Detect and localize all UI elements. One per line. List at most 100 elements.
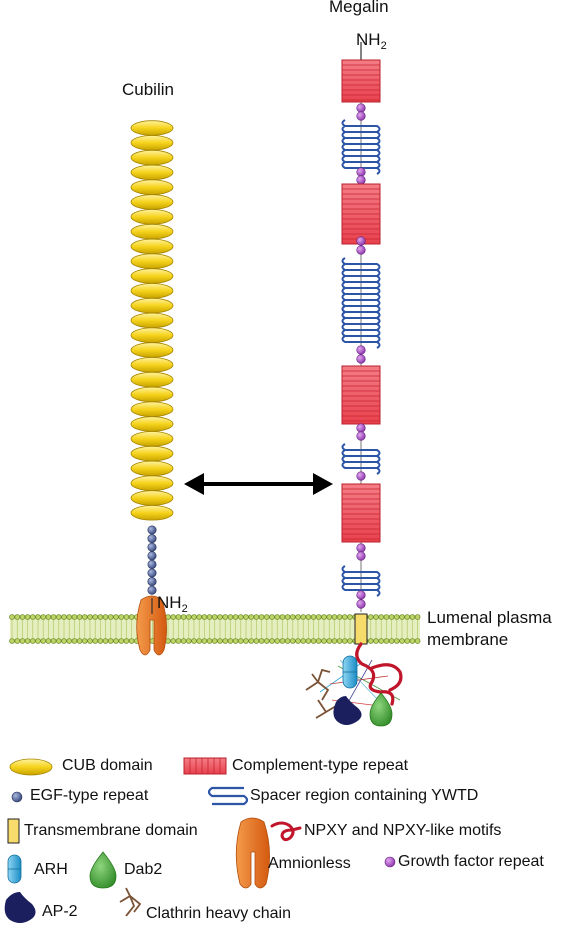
lipid-head-top xyxy=(336,614,343,620)
cub-domain xyxy=(130,386,174,403)
lipid-head-top xyxy=(414,614,421,620)
lipid-head-top xyxy=(108,614,114,620)
cub-domain xyxy=(130,431,174,447)
amnionless-protein xyxy=(136,595,167,656)
megalin-label: Megalin xyxy=(329,0,389,16)
cub-domain xyxy=(130,312,174,329)
cub-domain xyxy=(130,490,174,506)
lipid-head-bottom xyxy=(191,638,197,644)
lipid-head-bottom xyxy=(238,638,244,644)
cub-domain xyxy=(130,209,174,225)
lipid-head-bottom xyxy=(9,638,15,644)
lipid-head-bottom xyxy=(404,638,411,644)
lipid-head-bottom xyxy=(300,638,307,644)
lipid-head-top xyxy=(175,614,182,620)
lipid-head-bottom xyxy=(243,638,249,644)
membrane-label-line1: Lumenal plasma xyxy=(427,608,552,627)
lipid-head-top xyxy=(295,614,301,620)
lipid-head-top xyxy=(227,614,234,620)
lipid-head-top xyxy=(258,614,265,620)
ap2-adaptor xyxy=(333,696,362,725)
cub-domain xyxy=(130,253,174,269)
legend-complement-repeat: Complement-type repeat xyxy=(232,757,409,774)
cub-domain xyxy=(130,327,174,343)
lipid-head-bottom xyxy=(123,638,130,644)
lipid-head-bottom xyxy=(232,638,239,644)
cubilin-nh-subscript: 2 xyxy=(181,603,188,615)
lipid-head-top xyxy=(128,614,135,620)
legend-spacer-icon xyxy=(207,786,249,806)
cub-domain xyxy=(130,297,174,314)
megalin-nh-subscript: 2 xyxy=(380,40,387,52)
lipid-head-top xyxy=(388,614,395,620)
lipid-head-top xyxy=(383,614,390,620)
lipid-head-top xyxy=(24,614,31,620)
lipid-head-top xyxy=(14,614,21,620)
lipid-head-bottom xyxy=(35,638,41,644)
legend-arh: ARH xyxy=(34,861,68,878)
lipid-head-top xyxy=(191,614,197,620)
lipid-head-bottom xyxy=(279,638,286,644)
lipid-head-bottom xyxy=(388,638,395,644)
complement-type-repeat-block xyxy=(341,59,381,103)
lipid-head-top xyxy=(393,614,400,620)
lipid-head-top xyxy=(113,614,119,620)
cub-domain xyxy=(130,460,174,477)
lipid-head-top xyxy=(118,614,124,620)
lipid-head-top xyxy=(274,614,281,620)
lipid-head-top xyxy=(243,614,249,620)
lipid-head-top xyxy=(40,614,46,620)
lipid-head-bottom xyxy=(102,638,109,644)
lipid-head-top xyxy=(29,614,36,620)
cubilin-nh2-label: NH2 xyxy=(157,593,188,615)
lipid-head-bottom xyxy=(97,638,104,644)
lipid-head-top xyxy=(222,614,229,620)
spacer-region-ywtd xyxy=(341,119,381,175)
lipid-head-top xyxy=(263,614,270,620)
egf-repeat xyxy=(147,542,157,552)
lipid-head-bottom xyxy=(383,638,390,644)
dab2-adaptor xyxy=(369,692,393,727)
lipid-head-bottom xyxy=(71,638,78,644)
lipid-head-top xyxy=(186,614,192,620)
lipid-head-top xyxy=(331,614,338,620)
lipid-head-bottom xyxy=(186,638,192,644)
lipid-head-bottom xyxy=(201,638,208,644)
lipid-head-top xyxy=(284,614,291,620)
growth-factor-repeat xyxy=(356,354,366,364)
lipid-head-top xyxy=(102,614,109,620)
lipid-head-bottom xyxy=(227,638,234,644)
lipid-head-top xyxy=(378,614,385,620)
legend-npxy: NPXY and NPXY-like motifs xyxy=(304,822,502,839)
lipid-head-bottom xyxy=(108,638,114,644)
lipid-head-bottom xyxy=(29,638,36,644)
lipid-head-top xyxy=(310,614,317,620)
lipid-head-bottom xyxy=(274,638,281,644)
cub-domain xyxy=(130,342,174,358)
lipid-head-bottom xyxy=(222,638,229,644)
lipid-head-top xyxy=(217,614,223,620)
lipid-head-top xyxy=(71,614,78,620)
cub-domain xyxy=(130,445,174,462)
cub-domain xyxy=(130,475,174,491)
cub-domain xyxy=(130,120,174,136)
npxy-motif-tail xyxy=(355,642,403,706)
growth-factor-repeat xyxy=(356,599,366,609)
lipid-head-bottom xyxy=(284,638,291,644)
legend-clathrin: Clathrin heavy chain xyxy=(146,905,291,922)
cub-domain xyxy=(130,283,174,299)
lipid-head-bottom xyxy=(253,638,260,644)
cub-domain xyxy=(130,238,174,255)
lipid-head-bottom xyxy=(19,638,26,644)
lipid-head-bottom xyxy=(378,638,385,644)
lipid-head-top xyxy=(19,614,26,620)
lipid-head-top xyxy=(180,614,187,620)
growth-factor-repeat xyxy=(356,431,366,441)
lipid-head-bottom xyxy=(248,638,255,644)
cub-domain xyxy=(130,179,174,195)
lipid-head-top xyxy=(50,614,57,620)
lipid-head-bottom xyxy=(217,638,223,644)
lipid-head-top xyxy=(97,614,104,620)
legend-icons xyxy=(4,757,396,923)
